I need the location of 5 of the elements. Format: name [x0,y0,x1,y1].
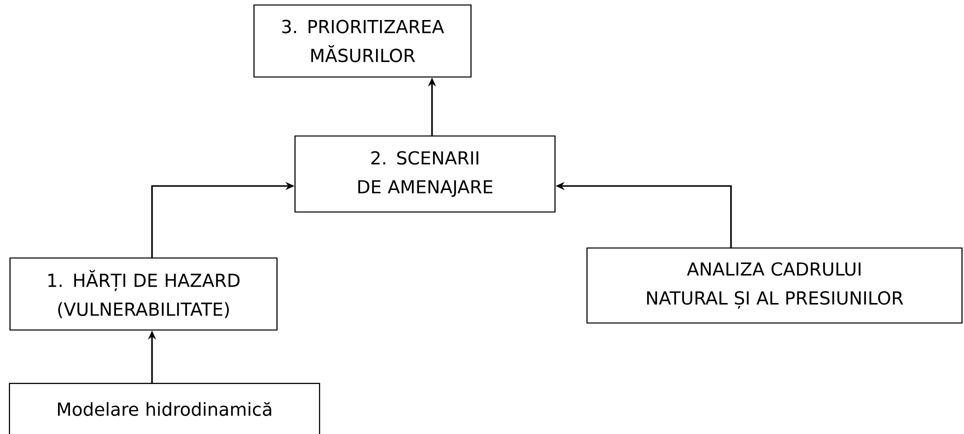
process-box: 2. SCENARII DE AMENAJARE [294,135,556,213]
process-box: Modelare hidrodinamică [8,382,320,434]
process-box: ANALIZA CADRULUI NATURAL ȘI AL PRESIUNILOR [586,247,963,324]
process-box: 3. PRIORITIZAREA MĂSURILOR [253,4,472,78]
process-box: 1. HĂRȚI DE HAZARD (VULNERABILITATE) [9,257,278,331]
